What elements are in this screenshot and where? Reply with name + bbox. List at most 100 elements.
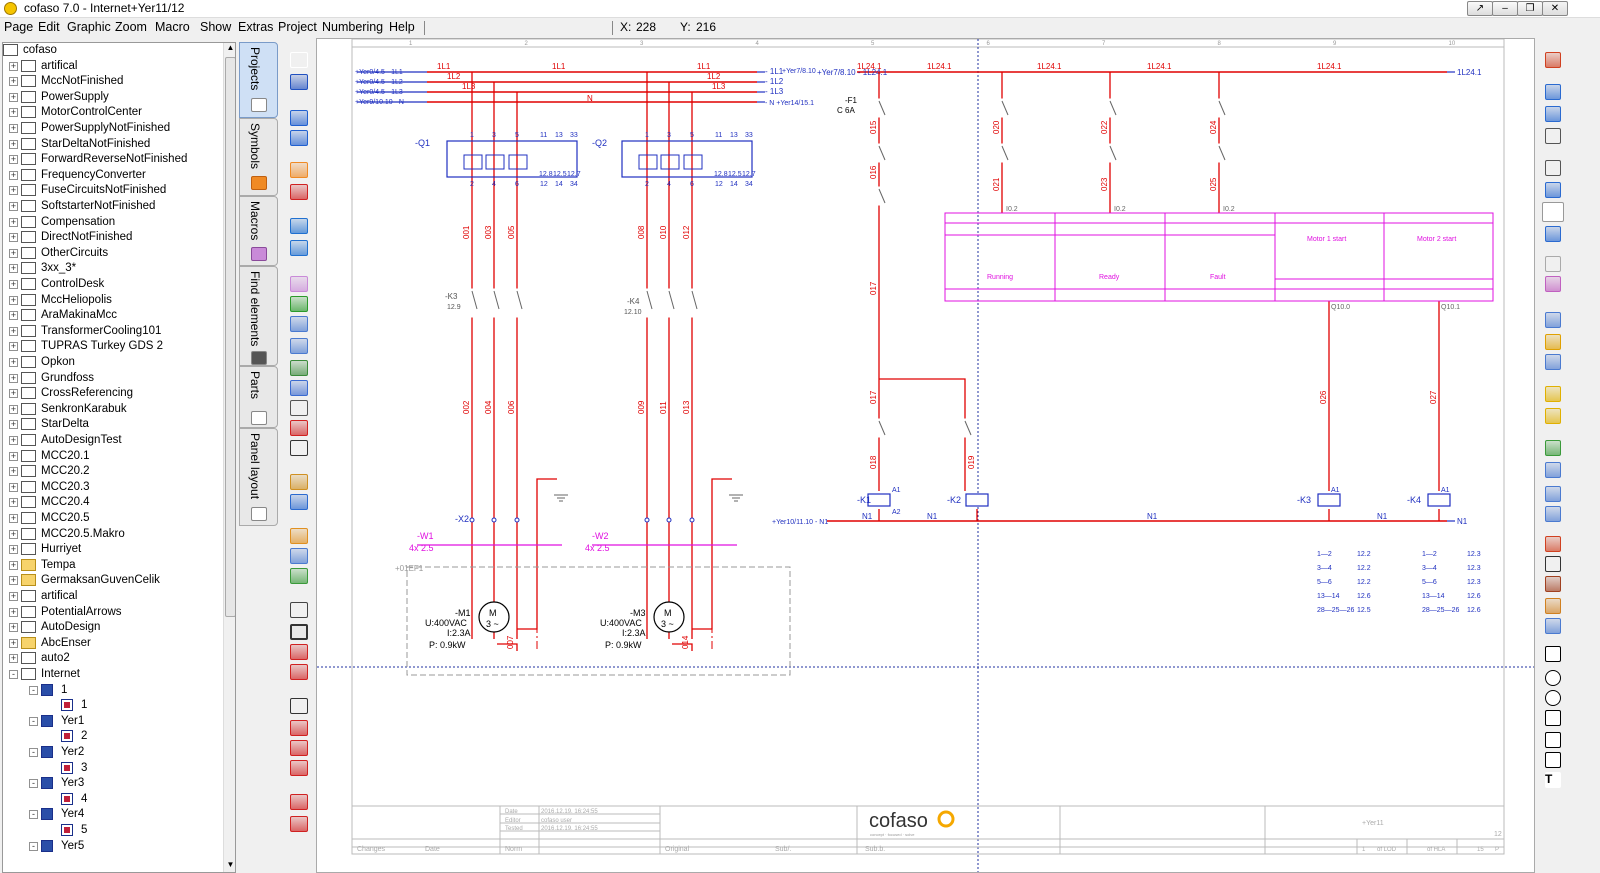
save-icon[interactable] — [290, 74, 308, 90]
expand-icon[interactable]: + — [9, 91, 18, 102]
bulb2-icon[interactable] — [1545, 408, 1561, 424]
tree-subgroup[interactable]: -Yer2 — [3, 745, 221, 761]
expand-icon[interactable]: + — [9, 622, 18, 633]
tree-item[interactable]: +MCC20.5 — [3, 511, 221, 527]
menu-zoom[interactable]: Zoom — [115, 20, 147, 34]
tree-page[interactable]: 3 — [3, 761, 221, 777]
expand-icon[interactable]: + — [9, 201, 18, 211]
tree-item[interactable]: +AutoDesignTest — [3, 433, 221, 449]
menu-numbering[interactable]: Numbering — [322, 20, 384, 34]
tree-item[interactable]: +StarDelta — [3, 417, 221, 433]
tag-icon[interactable] — [1545, 276, 1561, 292]
expand-icon[interactable]: + — [9, 154, 18, 165]
undo-icon[interactable] — [290, 218, 308, 234]
page-down-icon[interactable] — [290, 130, 308, 146]
tree-icon[interactable] — [290, 360, 308, 376]
expand-icon[interactable]: + — [9, 606, 18, 617]
expand-icon[interactable]: + — [9, 185, 18, 196]
expand-icon[interactable]: + — [9, 528, 18, 539]
expand-icon[interactable]: + — [9, 279, 18, 289]
soccer-icon[interactable] — [1545, 556, 1561, 572]
tree-item[interactable]: +3xx_3* — [3, 261, 221, 277]
flag-orange-icon[interactable] — [290, 528, 308, 544]
expand-icon[interactable]: + — [9, 341, 18, 352]
expand-icon[interactable]: + — [9, 247, 18, 258]
tree-page[interactable]: 1 — [3, 698, 221, 714]
expand-icon[interactable]: + — [9, 169, 18, 180]
expand-icon[interactable]: + — [9, 435, 18, 445]
page-up-icon[interactable] — [290, 110, 308, 126]
tree-page[interactable]: 2 — [3, 729, 221, 745]
tree-item[interactable]: +MccHeliopolis — [3, 293, 221, 309]
collapse-icon[interactable]: - — [29, 685, 38, 695]
tree-root[interactable]: cofaso — [3, 43, 221, 59]
tree-item[interactable]: +PowerSupply — [3, 90, 221, 106]
connector-icon[interactable] — [290, 400, 308, 416]
expand-icon[interactable]: + — [9, 637, 18, 648]
pipette2-icon[interactable] — [290, 338, 308, 354]
tree-item[interactable]: +AraMakinaMcc — [3, 308, 221, 324]
circle-tool-icon[interactable] — [1545, 670, 1561, 686]
scroll-up-icon[interactable]: ▲ — [226, 43, 235, 52]
tree-item[interactable]: +SoftstarterNotFinished — [3, 199, 221, 215]
tab-panel-layout[interactable]: Panel layout — [239, 428, 278, 526]
pipette-icon[interactable] — [290, 316, 308, 332]
tree-page[interactable]: 4 — [3, 792, 221, 808]
tab-parts[interactable]: Parts — [239, 366, 278, 428]
expand-icon[interactable]: + — [9, 559, 18, 570]
window-icon[interactable] — [290, 494, 308, 510]
tree-item[interactable]: +PowerSupplyNotFinished — [3, 121, 221, 137]
menu-help[interactable]: Help — [389, 20, 415, 34]
expand-icon[interactable]: + — [9, 653, 18, 664]
tree-page[interactable]: 5 — [3, 823, 221, 839]
delete-icon[interactable] — [290, 184, 308, 200]
collapse-icon[interactable]: - — [29, 716, 38, 726]
menu-extras[interactable]: Extras — [238, 20, 274, 34]
tree-item[interactable]: +MCC20.5.Makro — [3, 527, 221, 543]
palette-icon[interactable] — [1545, 440, 1561, 456]
pdf-icon[interactable] — [1545, 52, 1561, 68]
menu-project[interactable]: Project — [278, 20, 317, 34]
expand-icon[interactable]: + — [9, 497, 18, 508]
tab-macros[interactable]: Macros — [239, 196, 278, 266]
tree-item[interactable]: +FuseCircuitsNotFinished — [3, 183, 221, 199]
expand-icon[interactable]: + — [9, 481, 18, 492]
tree-folder[interactable]: +Tempa — [3, 558, 221, 574]
rect-tool-icon[interactable] — [1545, 710, 1561, 726]
tree-item[interactable]: +CrossReferencing — [3, 386, 221, 402]
scroll-down-icon[interactable]: ▼ — [226, 860, 235, 869]
tree-subgroup[interactable]: -Yer5 — [3, 839, 221, 855]
tree-item[interactable]: +ControlDesk — [3, 277, 221, 293]
menu-page[interactable]: Page — [4, 20, 34, 34]
page-icon[interactable] — [1545, 256, 1561, 272]
tree-folder[interactable]: +AbcEnser — [3, 636, 221, 652]
menu-macro[interactable]: Macro — [155, 20, 190, 34]
tree-item[interactable]: +StarDeltaNotFinished — [3, 137, 221, 153]
tree-item[interactable]: +auto2 — [3, 651, 221, 667]
grid-icon[interactable] — [1545, 462, 1561, 478]
blank-icon[interactable] — [1542, 202, 1564, 222]
corner4-icon[interactable] — [290, 664, 308, 680]
poly-tool-icon[interactable] — [1545, 752, 1561, 768]
tree-folder[interactable]: +GermaksanGuvenCelik — [3, 573, 221, 589]
tree-item-open[interactable]: -Internet — [3, 667, 221, 683]
expand-icon[interactable]: + — [9, 123, 18, 133]
layout-icon[interactable] — [1545, 106, 1561, 122]
tree-item[interactable]: +PotentialArrows — [3, 605, 221, 621]
collapse-icon[interactable]: - — [29, 748, 38, 757]
expand-icon[interactable]: + — [9, 325, 18, 336]
tree-item[interactable]: +DirectNotFinished — [3, 230, 221, 246]
expand-icon[interactable]: + — [9, 310, 18, 321]
collapse-icon[interactable]: - — [29, 810, 38, 820]
expand-icon[interactable]: + — [9, 466, 18, 477]
expand-icon[interactable]: + — [9, 419, 18, 430]
tab-find-elements[interactable]: Find elements — [239, 266, 278, 366]
corner2-icon[interactable] — [290, 624, 308, 640]
restore-app-icon[interactable]: ↗ — [1467, 1, 1493, 16]
tree-scroll-thumb[interactable] — [225, 57, 235, 617]
tree-subgroup[interactable]: -Yer1 — [3, 714, 221, 730]
expand-icon[interactable]: + — [9, 294, 18, 305]
expand-icon[interactable]: + — [9, 575, 18, 586]
minimize-button[interactable]: – — [1492, 1, 1518, 16]
wrench-icon[interactable] — [1545, 312, 1561, 328]
